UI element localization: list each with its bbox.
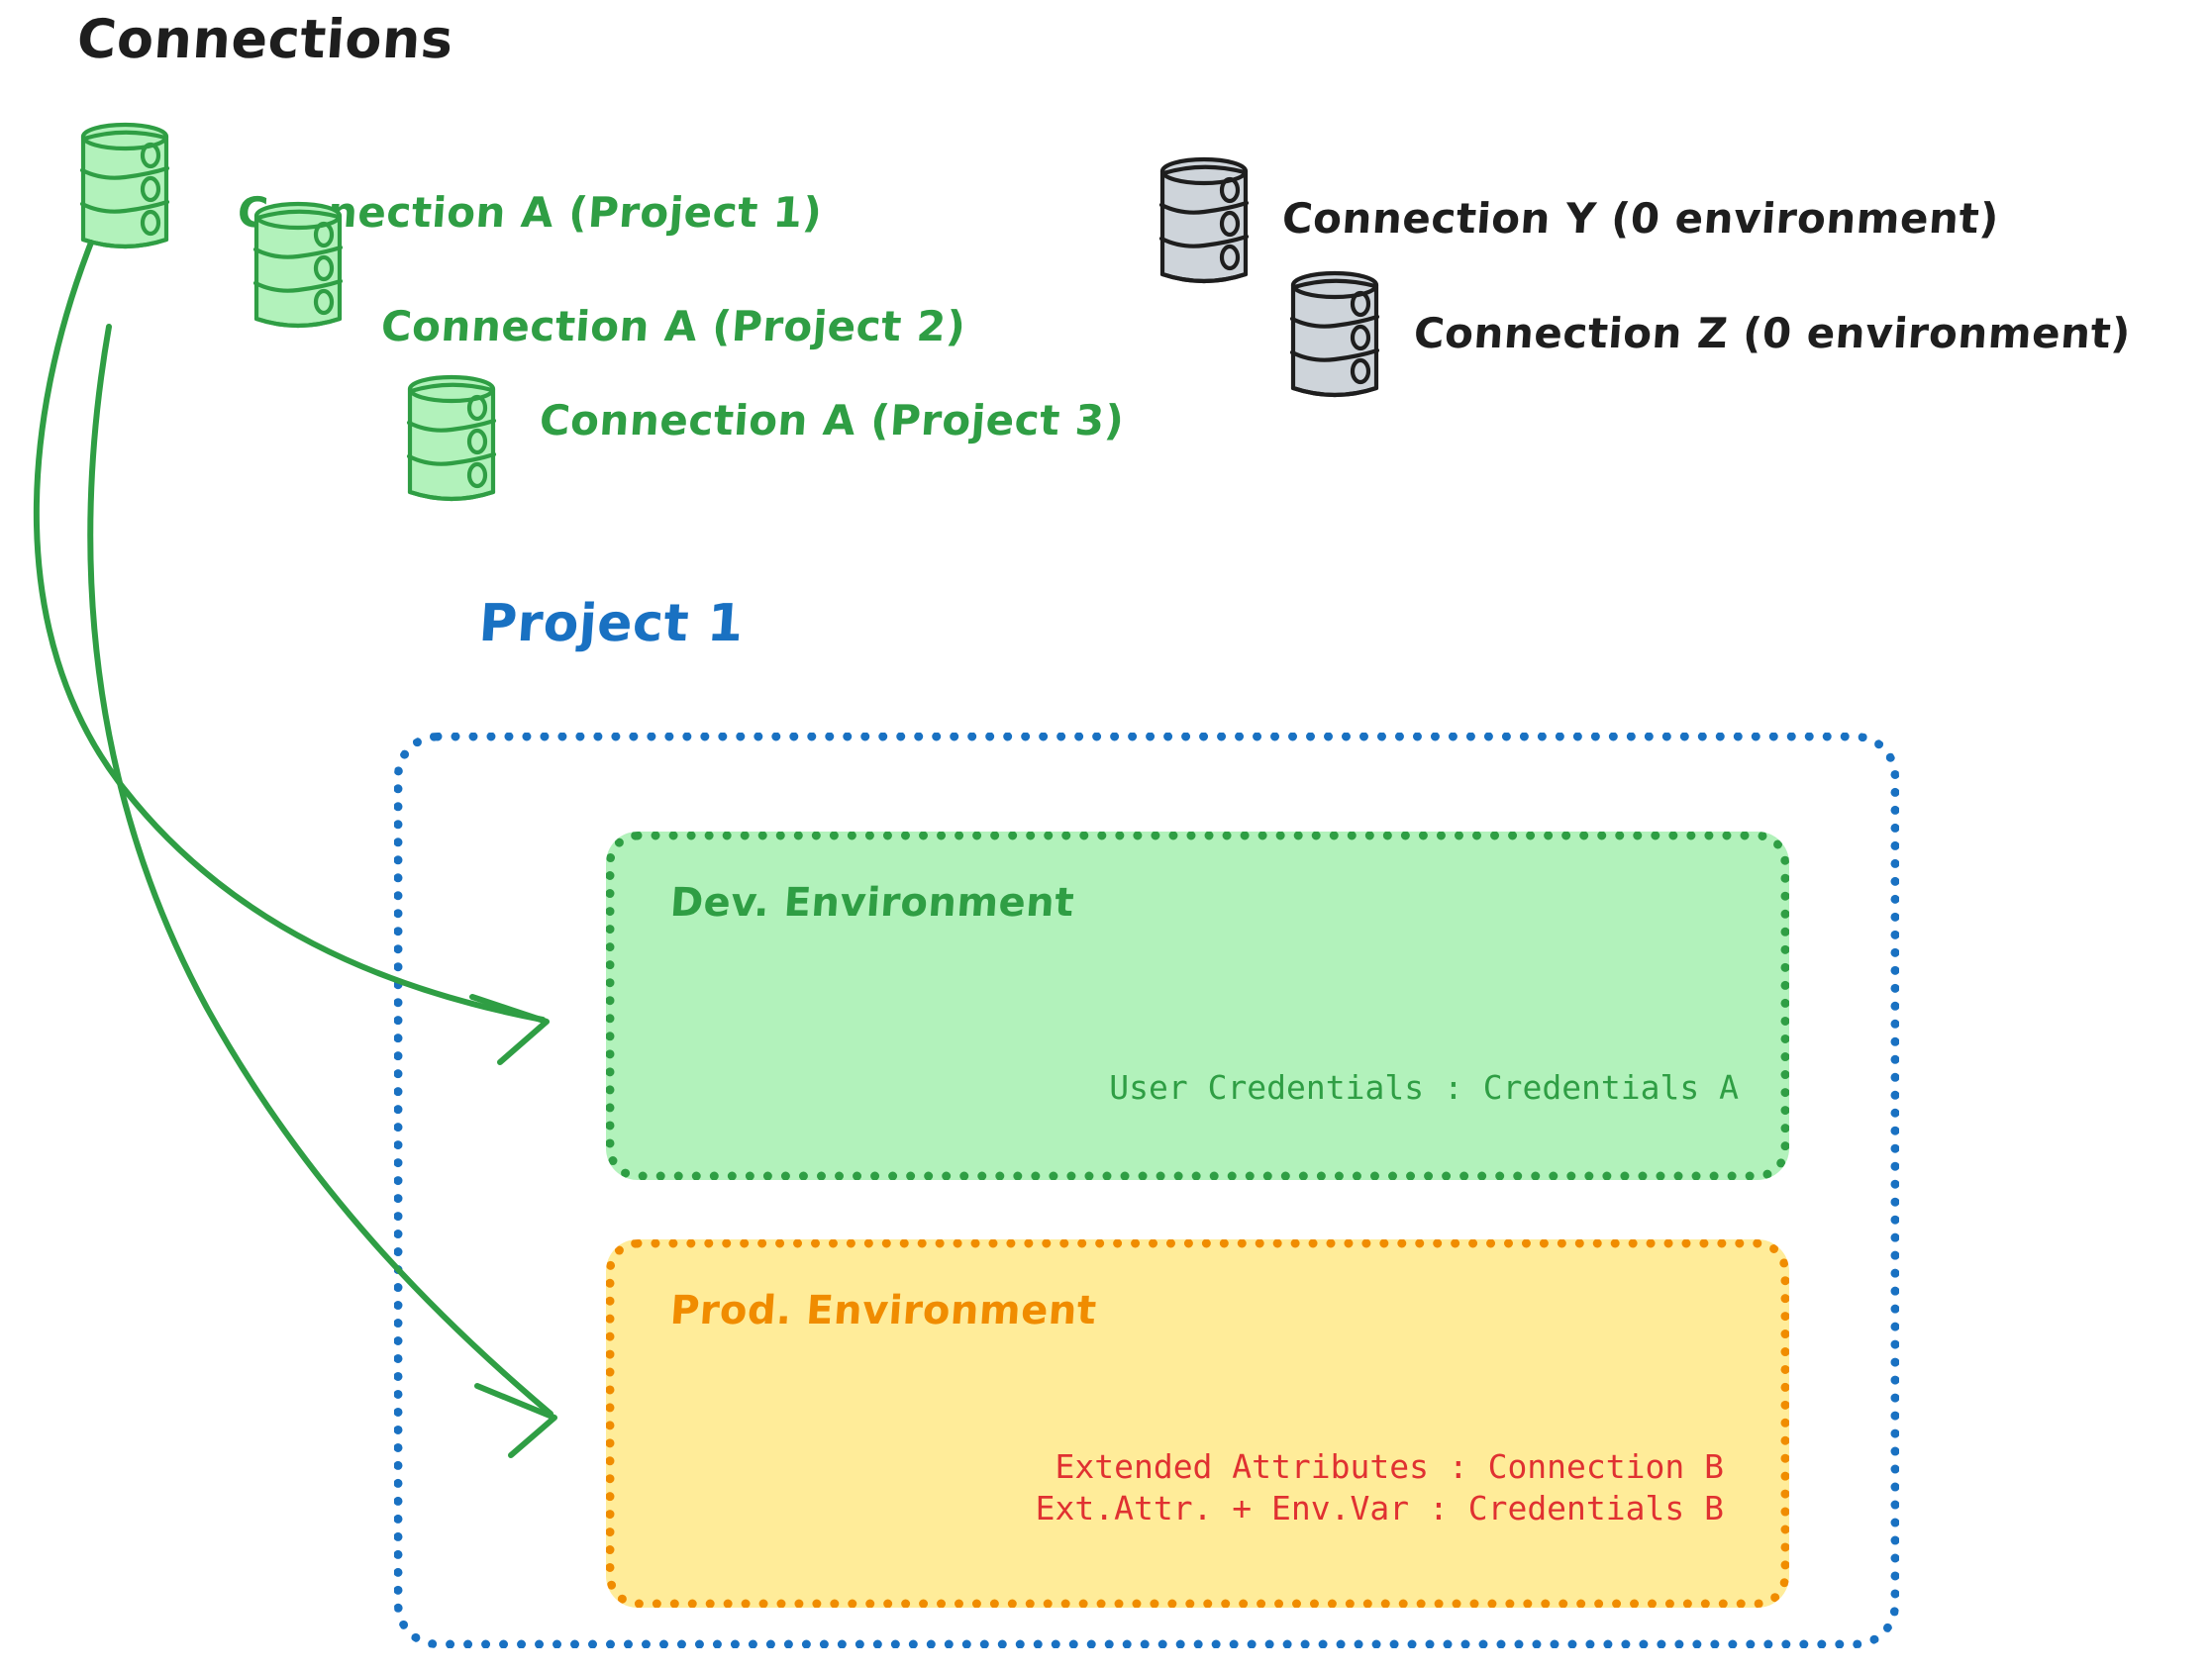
connection-label-a-project-2: Connection A (Project 2) [379, 302, 967, 350]
database-icon-connection-a-project-2 [251, 198, 346, 337]
prod-line-extended-attributes: Extended Attributes : Connection B [1055, 1447, 1724, 1486]
page-title: Connections [74, 8, 455, 70]
project-title: Project 1 [476, 594, 747, 653]
prod-attribute-lines: Extended Attributes : Connection B Ext.A… [615, 1446, 1724, 1528]
database-icon-connection-a-project-3 [404, 371, 499, 510]
database-icon-connection-a-project-1 [77, 119, 172, 257]
dev-environment-box: Dev. Environment User Credentials : Cred… [606, 832, 1789, 1180]
dev-environment-title: Dev. Environment [668, 880, 1076, 926]
connection-label-y: Connection Y (0 environment) [1280, 194, 2001, 243]
prod-line-ext-attr-env-var: Ext.Attr. + Env.Var : Credentials B [1035, 1488, 1724, 1527]
prod-environment-title: Prod. Environment [668, 1288, 1099, 1333]
dev-credentials-line: User Credentials : Credentials A [1109, 1068, 1739, 1107]
database-icon-connection-y [1156, 153, 1252, 292]
connection-label-z: Connection Z (0 environment) [1412, 309, 2133, 357]
prod-environment-box: Prod. Environment Extended Attributes : … [606, 1239, 1789, 1608]
connection-label-a-project-3: Connection A (Project 3) [538, 396, 1126, 444]
database-icon-connection-z [1287, 267, 1382, 406]
